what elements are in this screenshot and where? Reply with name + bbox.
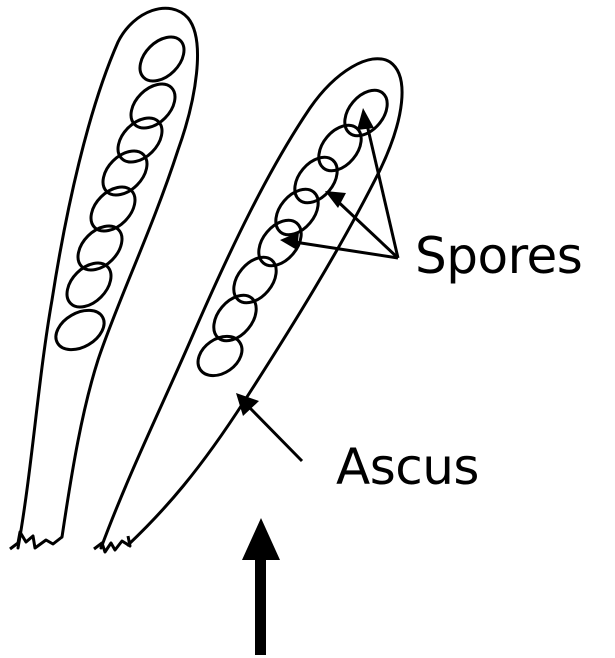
ascus-pointer-line: [246, 404, 302, 461]
ascus-pointer: [236, 393, 302, 461]
upward-arrow-head-icon: [242, 518, 280, 560]
spore: [132, 29, 193, 90]
left-ascus-outline: [18, 8, 197, 548]
upward-arrow: [242, 518, 280, 655]
left-ascus: [10, 8, 197, 549]
spore: [336, 82, 395, 144]
right-ascus-torn-base: [94, 536, 130, 552]
spores-label: Spores: [415, 231, 582, 281]
arrowhead-icon: [357, 108, 374, 130]
spore: [70, 218, 131, 279]
upward-arrow-shaft: [255, 555, 266, 655]
ascus-label: Ascus: [336, 442, 479, 492]
spore: [59, 255, 120, 316]
spore: [123, 76, 184, 137]
spores-arrowheads: [280, 108, 374, 250]
spore: [110, 110, 171, 171]
